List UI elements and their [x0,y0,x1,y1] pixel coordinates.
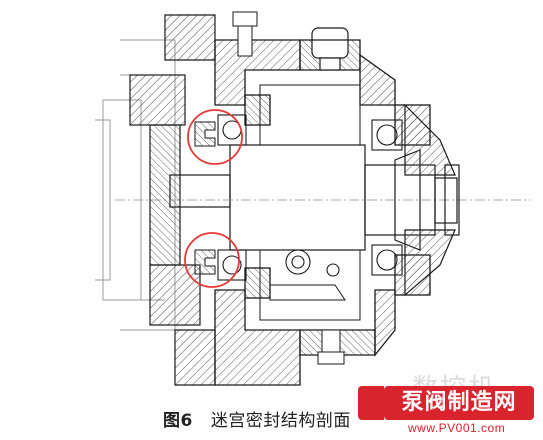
drain-plug [317,329,345,365]
figure-title: 迷宫密封结构剖面 [210,411,351,431]
housing-cavity [259,84,361,321]
bearings [217,114,403,281]
watermark-url: www.PV001.com [408,421,506,435]
watermark-logo-text: 泵阀制造网 [401,390,517,415]
top-bolt [232,11,258,57]
breather-cap [311,27,349,71]
labyrinth-teeth [194,121,216,275]
watermark-logo-badge-icon [358,386,384,420]
lower-seal-highlight-circle [184,232,240,288]
left-flange [129,14,216,386]
watermark-logo: 泵阀制造网 [358,386,534,420]
figure-caption: 图6 迷宫密封结构剖面 [163,406,351,431]
figure-number: 图6 [163,411,193,431]
right-end-cap [404,103,460,297]
upper-seal-highlight-circle [187,109,243,165]
